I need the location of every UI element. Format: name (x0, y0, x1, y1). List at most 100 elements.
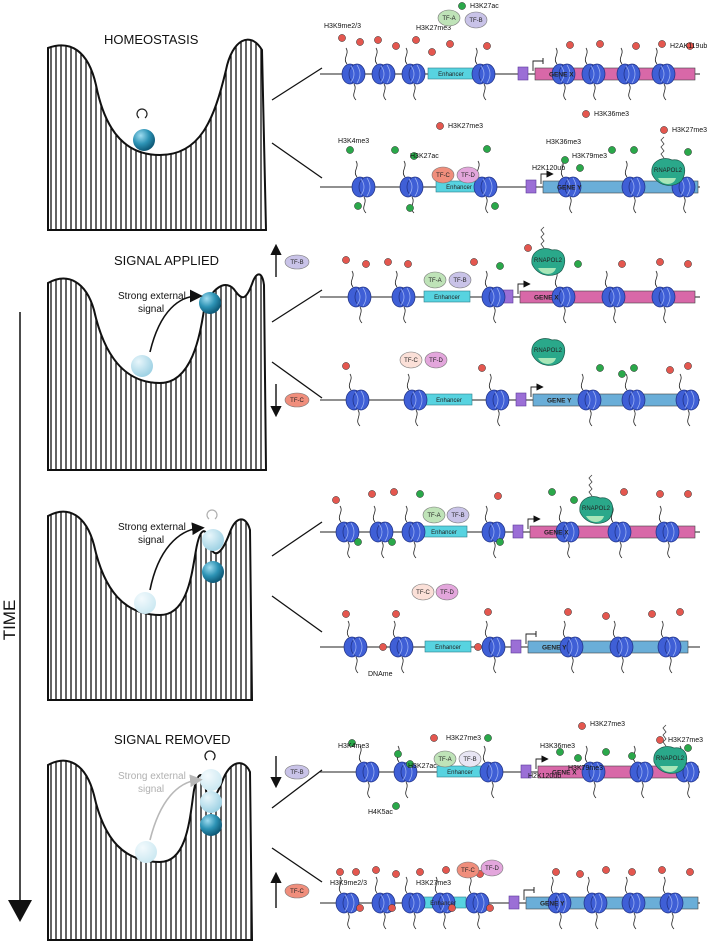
transcription-factor (422, 506, 446, 524)
landscape-homeostasis (47, 38, 268, 231)
repressive-histone-mark (342, 256, 350, 264)
nucleosome (401, 47, 426, 101)
tss-marker (517, 280, 531, 294)
active-histone-mark (602, 748, 610, 756)
transcription-factor (456, 166, 480, 184)
active-histone-mark (556, 748, 564, 756)
promoter-box (508, 895, 520, 910)
nucleosome (657, 620, 682, 674)
repressive-histone-mark (372, 866, 380, 874)
tf-label: TF-D (440, 590, 454, 596)
ball-transient (200, 791, 222, 813)
repressive-histone-mark (362, 260, 370, 268)
histone-mark-label: H3K4me3 (338, 138, 369, 145)
transcription-factor (424, 351, 448, 369)
tf-c-down-arrow: TF-C (270, 384, 310, 418)
repressive-histone-mark (442, 866, 450, 874)
tf-label: TF-C (436, 173, 450, 179)
tf-c-up-arrow: TF-C (270, 871, 310, 908)
gene-label: GENE X (549, 72, 574, 79)
repressive-histone-mark (390, 488, 398, 496)
active-histone-mark (410, 152, 418, 160)
transcription-factor (437, 9, 461, 27)
rna-polymerase-2 (531, 226, 566, 276)
nucleosome (547, 876, 572, 930)
nucleosome (621, 876, 646, 930)
nucleosome (609, 620, 634, 674)
nucleosome (401, 876, 426, 930)
active-histone-mark (391, 146, 399, 154)
repressive-histone-mark (392, 42, 400, 50)
nucleosome (341, 47, 366, 101)
repressive-histone-mark (412, 36, 420, 44)
tss-marker (523, 889, 534, 900)
ball-transient (202, 529, 224, 551)
nucleosome (577, 373, 602, 427)
histone-mark-label: H3K27ac (470, 3, 499, 10)
enhancer-label: Enhancer (438, 72, 464, 78)
nucleosome (371, 47, 396, 101)
repressive-histone-mark (596, 40, 604, 48)
repressive-histone-mark (552, 868, 560, 876)
repressive-histone-mark (338, 34, 346, 42)
repressive-histone-mark (494, 492, 502, 500)
transcription-factor (480, 859, 504, 877)
histone-mark-label: H3K36me3 (546, 139, 581, 146)
repressive-histone-mark (656, 736, 664, 744)
histone-mark-label: H3K27me3 (416, 880, 451, 887)
tf-label: TF-A (427, 513, 440, 519)
repressive-histone-mark (470, 258, 478, 266)
active-histone-mark (561, 156, 569, 164)
repressive-histone-mark (356, 904, 364, 912)
nucleosome (581, 745, 606, 799)
nucleosome (601, 270, 626, 324)
nucleosome (581, 47, 606, 101)
histone-mark-label: H2K120ub (532, 165, 565, 172)
repressive-histone-mark (578, 722, 586, 730)
gene-label: GENE Y (540, 901, 565, 908)
tf-b-up-arrow: TF-B (270, 243, 310, 277)
enhancer-label: Enhancer (447, 770, 473, 776)
enhancer-label: Enhancer (434, 295, 460, 301)
repressive-histone-mark (656, 490, 664, 498)
active-histone-mark (484, 734, 492, 742)
nucleosome (351, 160, 376, 214)
tf-label: TF-C (404, 358, 418, 364)
repressive-histone-mark (332, 496, 340, 504)
nucleosome (675, 373, 700, 427)
histone-mark-label: H3K27ac (410, 153, 439, 160)
polymerase-label: RNAPOL2 (656, 756, 685, 762)
active-histone-mark (458, 2, 466, 10)
transcription-factor (433, 750, 457, 768)
landscape-signal-applied: Strong external signal (47, 273, 268, 471)
histone-mark-label: H2K120ub (528, 773, 561, 780)
nucleosome (479, 745, 504, 799)
rotate-icon (206, 509, 218, 520)
repressive-histone-mark (620, 488, 628, 496)
histone-mark-label: H3K79me3 (568, 765, 603, 772)
repressive-histone-mark (368, 490, 376, 498)
landscape-signal-persist: Strong external signal (47, 509, 254, 701)
repressive-histone-mark (374, 36, 382, 44)
repressive-histone-mark (576, 870, 584, 878)
tf-b-down-arrow: TF-B (270, 756, 310, 789)
gene-label: GENE X (534, 295, 559, 302)
signal-arrow-faded (149, 774, 203, 841)
nucleosome (399, 160, 424, 214)
polymerase-label: RNAPOL2 (534, 348, 563, 354)
nucleosome (471, 47, 496, 101)
nucleosome (335, 505, 360, 559)
tf-c-label: TF-C (290, 889, 304, 895)
enhancer-box (423, 290, 471, 303)
rna-polymerase-2 (531, 338, 566, 366)
track-removed-gene-y (320, 876, 700, 930)
nucleosome (555, 505, 580, 559)
tf-label: TF-A (438, 757, 451, 763)
gene-label: GENE X (544, 530, 569, 537)
panel-title-signal-applied: SIGNAL APPLIED (114, 253, 219, 268)
repressive-histone-mark (404, 260, 412, 268)
ball-previous (131, 355, 153, 377)
repressive-histone-mark (428, 48, 436, 56)
active-histone-mark (406, 760, 414, 768)
panel-title-homeostasis: HOMEOSTASIS (104, 32, 199, 47)
